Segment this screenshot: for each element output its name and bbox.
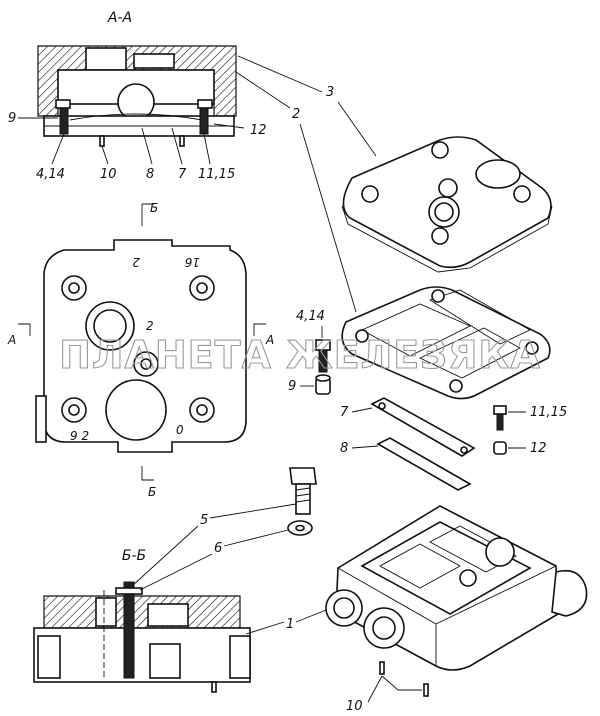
cut-a-left-label: А — [7, 333, 16, 347]
plan-mark-center: 2 — [146, 319, 154, 333]
plan-mark-top-right: 16 — [184, 255, 200, 269]
part-11-15-screw — [493, 405, 507, 431]
head-top-face — [360, 521, 532, 615]
part-9-washer — [315, 374, 331, 395]
plan-view: Б 2 16 2 9 2 0 А А Б — [7, 201, 274, 499]
aa-top-port-2 — [133, 53, 175, 69]
aa-label-4-14: 4,14 — [36, 167, 65, 182]
aa-label-8: 8 — [146, 167, 154, 182]
aa-pin-left — [99, 135, 105, 147]
cover-plug — [475, 159, 521, 189]
label-9: 9 — [288, 379, 296, 394]
part-2-gasket — [341, 286, 551, 400]
label-8: 8 — [340, 441, 348, 456]
aa-label-7: 7 — [178, 167, 187, 182]
section-aa: А-А 9 12 4,14 10 8 7 11,15 — [8, 10, 267, 182]
label-1: 1 — [286, 617, 294, 632]
cover-hole-4 — [431, 227, 449, 245]
bb-left-port — [37, 635, 61, 679]
bb-pin — [211, 681, 217, 693]
label-6: 6 — [214, 541, 222, 556]
bb-cover-body — [43, 595, 241, 629]
part-8-plate — [376, 437, 472, 491]
label-3: 3 — [326, 85, 334, 100]
section-aa-title: А-А — [107, 10, 132, 26]
bb-washer — [115, 587, 143, 595]
part-10-pins — [379, 661, 429, 697]
cover-hole-3 — [513, 185, 531, 203]
cover-hole-5 — [438, 178, 458, 198]
aa-label-9: 9 — [8, 111, 16, 126]
gasket-window-1 — [360, 303, 472, 357]
bb-inner-cavity — [147, 603, 189, 627]
cover-hole-2 — [431, 141, 449, 159]
bb-bolt — [123, 581, 135, 679]
bb-inner-port — [95, 597, 117, 627]
aa-pin-right — [179, 135, 185, 147]
part-3-cover — [341, 136, 553, 273]
part-6-washer — [287, 520, 313, 536]
part-4-14-screw — [315, 339, 331, 373]
bb-valve-seat — [149, 643, 181, 679]
head-bore — [485, 537, 515, 567]
cut-a-right-label: А — [265, 333, 274, 347]
aa-washer-left — [55, 99, 71, 109]
part-1-head — [325, 505, 588, 671]
label-5: 5 — [200, 513, 208, 528]
part-12-washer — [493, 441, 507, 455]
cover-hole-1 — [361, 185, 379, 203]
label-2: 2 — [292, 107, 300, 122]
aa-washer-right — [197, 99, 213, 109]
bb-right-port — [229, 635, 251, 679]
aa-valve-plate — [69, 113, 203, 121]
plan-mark-bottom-right: 0 — [176, 423, 184, 437]
section-bb-title: Б-Б — [122, 548, 146, 564]
cut-b-bottom-label: Б — [148, 485, 156, 499]
label-4-14: 4,14 — [296, 309, 325, 324]
plan-mark-bottom-left: 9 2 — [70, 429, 89, 443]
part-7-strip — [370, 397, 476, 457]
aa-label-12: 12 — [250, 123, 267, 138]
label-12: 12 — [530, 441, 547, 456]
aa-top-port — [85, 47, 127, 71]
head-side-boss — [551, 569, 588, 617]
part-5-bolt — [289, 467, 317, 515]
label-7: 7 — [340, 405, 349, 420]
watermark-text: ПЛАНЕТА ЖЕЛЕЗЯКА — [59, 333, 541, 377]
gasket-window-3 — [418, 327, 521, 379]
cut-b-top-label: Б — [150, 201, 158, 215]
head-chamber-2 — [429, 525, 517, 573]
plan-mark-top-left: 2 — [132, 255, 140, 269]
aa-label-11-15: 11,15 — [198, 167, 235, 182]
gasket-window-2 — [428, 289, 531, 345]
plan-port-bottom — [105, 379, 167, 441]
section-bb: Б-Б — [33, 548, 251, 693]
label-10: 10 — [346, 699, 363, 714]
label-11-15: 11,15 — [530, 405, 567, 420]
plan-side-flange — [35, 395, 47, 443]
head-chamber-1 — [379, 543, 461, 589]
bb-head-body — [33, 627, 251, 683]
aa-label-10: 10 — [100, 167, 117, 182]
